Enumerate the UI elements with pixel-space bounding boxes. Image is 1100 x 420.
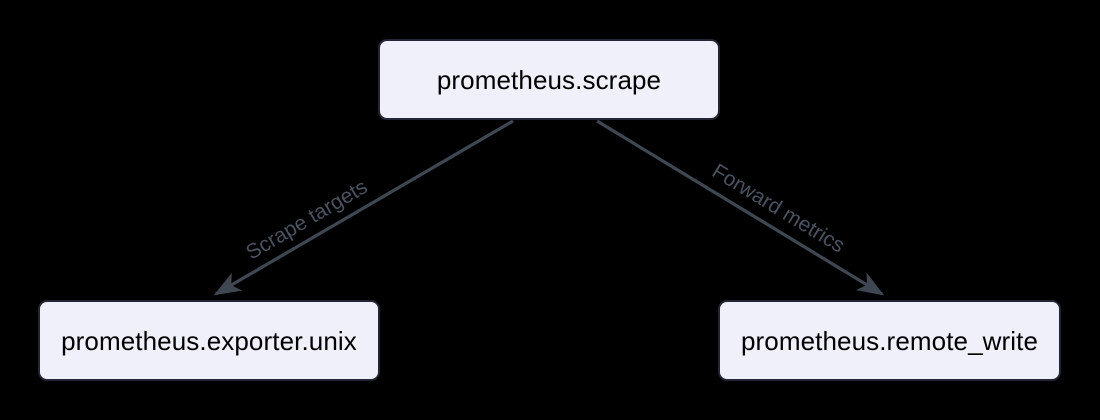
node-label: prometheus.remote_write bbox=[740, 325, 1039, 356]
node-prometheus-scrape[interactable]: prometheus.scrape bbox=[378, 39, 720, 120]
edge-scrape-to-remote bbox=[596, 119, 885, 296]
node-prometheus-remote-write[interactable]: prometheus.remote_write bbox=[718, 300, 1061, 381]
node-label: prometheus.scrape bbox=[436, 64, 662, 95]
node-label: prometheus.exporter.unix bbox=[61, 325, 357, 356]
edge-scrape-to-exporter bbox=[213, 119, 514, 296]
node-prometheus-exporter-unix[interactable]: prometheus.exporter.unix bbox=[38, 300, 380, 381]
